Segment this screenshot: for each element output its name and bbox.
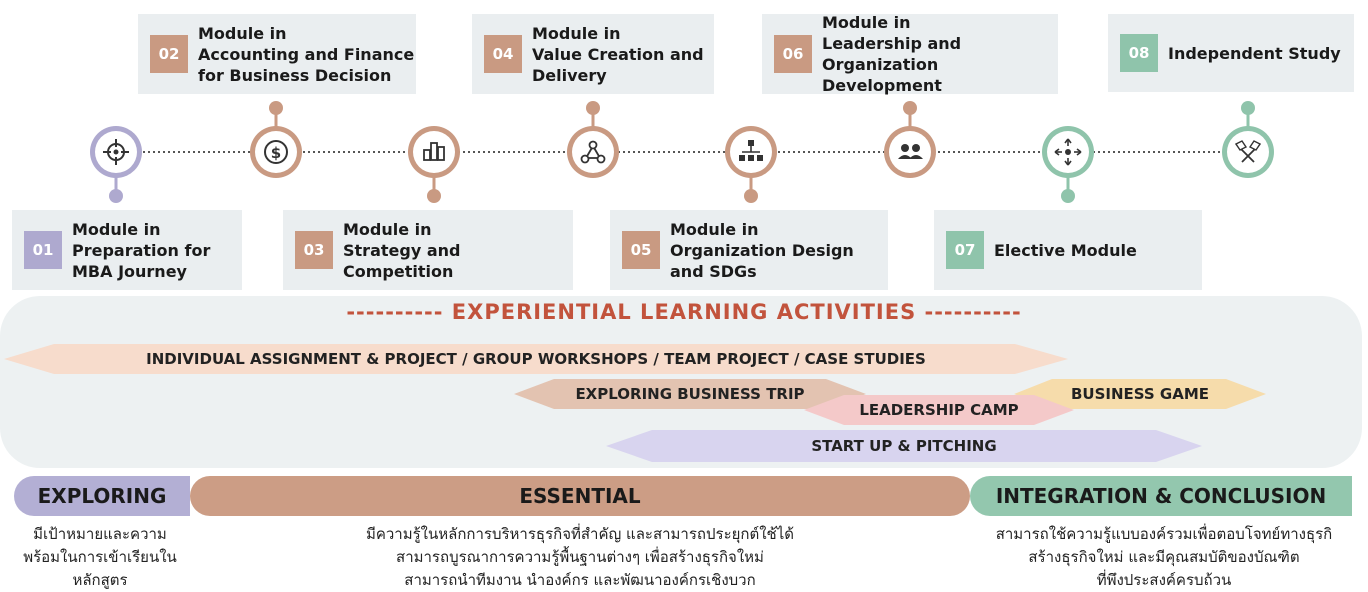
activity-bands [4, 344, 1266, 462]
dollar-icon: $ [250, 101, 302, 178]
phase-exploring: EXPLORING [14, 476, 190, 516]
description-line: สามารถบูรณาการความรู้พื้นฐานต่างๆ เพื่อส… [396, 548, 764, 566]
band-leadership-camp: LEADERSHIP CAMP [859, 401, 1019, 419]
phase-integration: INTEGRATION & CONCLUSION [970, 476, 1352, 516]
band-business-game: BUSINESS GAME [1070, 385, 1210, 403]
module-title: Module in Strategy and Competition [343, 219, 461, 281]
band-shape-business-game [1014, 379, 1266, 409]
bar-chart-icon [408, 126, 460, 203]
phase-integration-description: สามารถใช้ความรู้แบบองค์รวมเพื่อตอบโจทย์ท… [962, 523, 1366, 592]
module-07-box: 07 Elective Module [934, 210, 1202, 290]
module-title: Module in Accounting and Finance for Bus… [198, 23, 415, 85]
module-number: 01 [24, 231, 62, 269]
description-line: สามารถนำทีมงาน นำองค์กร และพัฒนาองค์กรเช… [404, 571, 756, 589]
activities-title: ---------- EXPERIENTIAL LEARNING ACTIVIT… [346, 300, 1022, 324]
band-shape-leadership-camp [804, 395, 1074, 425]
phase-essential: ESSENTIAL [190, 476, 970, 516]
module-title: Module in Value Creation and Delivery [532, 23, 704, 85]
module-number: 04 [484, 35, 522, 73]
band-startup-pitching: START UP & PITCHING [811, 437, 997, 455]
phase-essential-description: มีความรู้ในหลักการบริหารธุรกิจที่สำคัญ แ… [280, 523, 880, 592]
band-shape-business-trip [514, 379, 866, 409]
module-06-box: 06 Module in Leadership and Organization… [762, 13, 1058, 95]
module-08-box: 08 Independent Study [1108, 14, 1354, 92]
module-title: Module in Preparation for MBA Journey [72, 219, 211, 281]
band-shape-startup [606, 430, 1202, 462]
band-individual-assignment: INDIVIDUAL ASSIGNMENT & PROJECT / GROUP … [146, 350, 926, 368]
description-line: หลักสูตร [72, 571, 128, 589]
org-chart-icon [725, 126, 777, 203]
module-number: 03 [295, 231, 333, 269]
network-icon [567, 101, 619, 178]
description-line: สร้างธุรกิจใหม่ และมีคุณสมบัติของบัณฑิต [1028, 548, 1300, 566]
flags-icon [1222, 101, 1274, 178]
people-icon [884, 101, 936, 178]
module-01-box: 01 Module in Preparation for MBA Journey [12, 210, 242, 290]
module-03-box: 03 Module in Strategy and Competition [283, 210, 573, 290]
svg-text:$: $ [271, 144, 281, 162]
choice-arrows-icon [1042, 126, 1094, 203]
description-line: พร้อมในการเข้าเรียนใน [23, 548, 177, 566]
module-02-box: 02 Module in Accounting and Finance for … [138, 14, 416, 94]
module-title: Independent Study [1168, 43, 1341, 63]
band-business-trip: EXPLORING BUSINESS TRIP [575, 385, 805, 403]
description-line: มีความรู้ในหลักการบริหารธุรกิจที่สำคัญ แ… [365, 525, 795, 543]
module-title: Module in Organization Design and SDGs [670, 219, 854, 281]
module-number: 07 [946, 231, 984, 269]
module-title: Module in Leadership and Organization De… [822, 13, 962, 95]
description-line: มีเป้าหมายและความ [33, 525, 167, 543]
phase-exploring-description: มีเป้าหมายและความ พร้อมในการเข้าเรียนใน … [4, 523, 196, 592]
module-number: 08 [1120, 34, 1158, 72]
module-timeline: $ [90, 101, 1274, 203]
module-number: 06 [774, 35, 812, 73]
module-number: 05 [622, 231, 660, 269]
description-line: สามารถใช้ความรู้แบบองค์รวมเพื่อตอบโจทย์ท… [995, 525, 1333, 543]
module-number: 02 [150, 35, 188, 73]
module-title: Elective Module [994, 240, 1137, 260]
band-shape-individual [4, 344, 1068, 374]
description-line: ที่พึงประสงค์ครบถ้วน [1096, 571, 1232, 589]
module-05-box: 05 Module in Organization Design and SDG… [610, 210, 888, 290]
module-04-box: 04 Module in Value Creation and Delivery [472, 14, 714, 94]
target-icon [90, 126, 142, 203]
